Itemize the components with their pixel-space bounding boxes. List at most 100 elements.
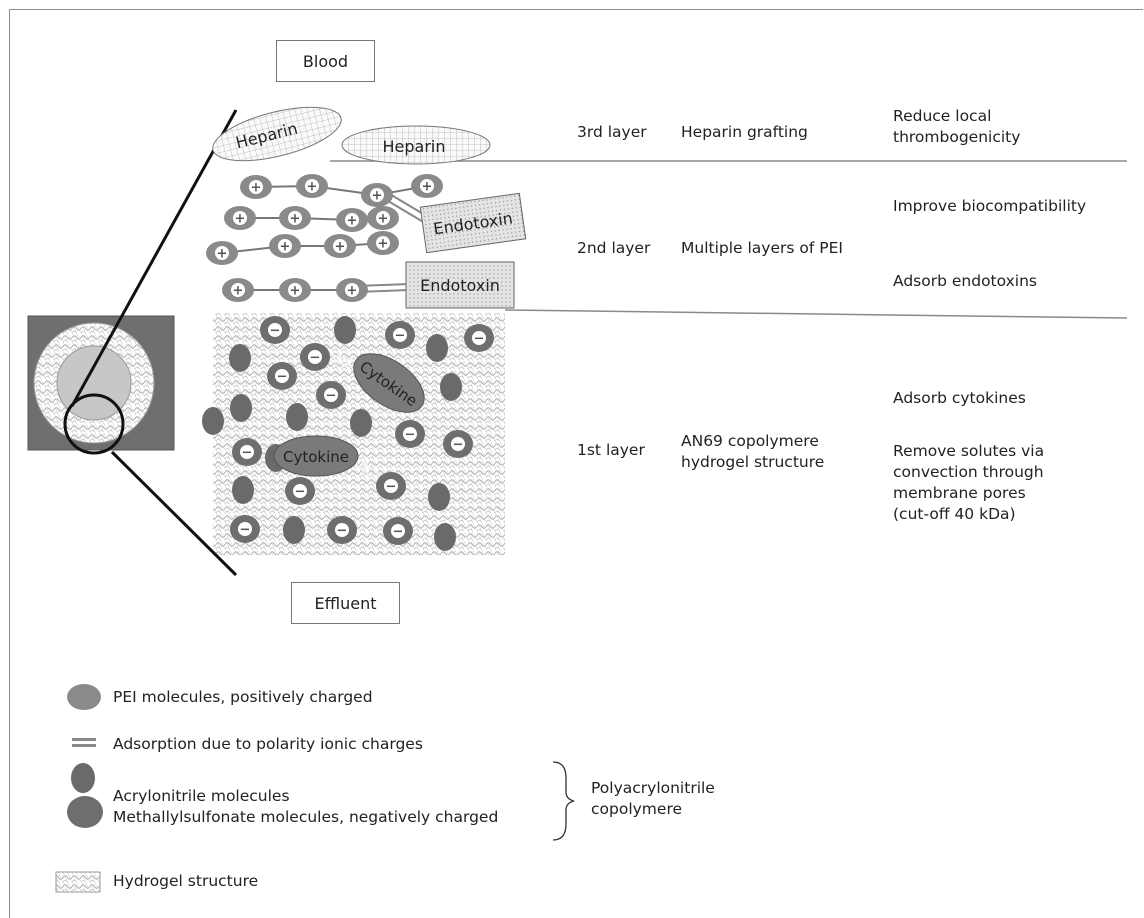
pei-molecule: + xyxy=(206,241,238,265)
acrylonitrile-molecule xyxy=(230,394,252,422)
legend-hydrogel-icon xyxy=(55,871,101,893)
cytokine-2-label: Cytokine xyxy=(283,448,349,466)
methallylsulfonate-molecule-charge: − xyxy=(326,389,337,404)
acrylonitrile-molecule xyxy=(283,516,305,544)
methallylsulfonate-molecule: − xyxy=(395,420,425,448)
heparin-1 xyxy=(212,106,342,162)
pei-molecule: + xyxy=(367,206,399,230)
heparin-2-label: Heparin xyxy=(383,137,446,156)
layer-1-name: 1st layer xyxy=(577,441,645,459)
legend-pei-icon xyxy=(67,684,101,710)
methallylsulfonate-molecule: − xyxy=(443,430,473,458)
pei-molecule: + xyxy=(224,206,256,230)
layer-3-function-1: Reduce local thrombogenicity xyxy=(893,107,1021,146)
pei-molecule-charge: + xyxy=(290,212,301,227)
pei-molecule: + xyxy=(367,231,399,255)
pei-molecule-charge: + xyxy=(422,180,433,195)
methallylsulfonate-molecule-charge: − xyxy=(240,523,251,538)
methallylsulfonate-molecule-charge: − xyxy=(474,332,485,347)
pei-molecule-charge: + xyxy=(378,212,389,227)
acrylonitrile-molecule xyxy=(440,373,462,401)
layer-2-structure: Multiple layers of PEI xyxy=(681,239,843,257)
methallylsulfonate-molecule-charge: − xyxy=(393,525,404,540)
methallylsulfonate-molecule-charge: − xyxy=(405,428,416,443)
pei-molecule: + xyxy=(336,278,368,302)
layer-1-function-1: Adsorb cytokines xyxy=(893,389,1026,407)
acrylonitrile-molecule xyxy=(426,334,448,362)
legend-acrylonitrile-icon xyxy=(71,763,95,793)
heparin-molecules: Heparin Heparin xyxy=(212,106,491,165)
layer-3-name: 3rd layer xyxy=(577,123,647,141)
legend-bracket-label: Polyacrylonitrile copolymere xyxy=(591,779,715,818)
pei-molecule: + xyxy=(336,208,368,232)
legend-bond-icon xyxy=(72,738,96,741)
legend-acrylonitrile: Acrylonitrile molecules xyxy=(113,787,290,805)
zoom-line-bottom xyxy=(110,450,238,577)
layer-2-function-2: Adsorb endotoxins xyxy=(893,272,1038,290)
pei-molecule-charge: + xyxy=(347,214,358,229)
methallylsulfonate-molecule: − xyxy=(385,321,415,349)
endotoxin-1: Endotoxin xyxy=(419,192,527,254)
pei-molecule-charge: + xyxy=(290,284,301,299)
pei-molecule-charge: + xyxy=(372,189,383,204)
methallylsulfonate-molecule: − xyxy=(267,362,297,390)
layer-3-structure: Heparin grafting xyxy=(681,123,808,141)
acrylonitrile-molecule xyxy=(229,344,251,372)
pei-molecule: + xyxy=(411,174,443,198)
pei-molecule: + xyxy=(361,183,393,207)
pei-molecule-charge: + xyxy=(307,180,318,195)
pei-molecules: +++++++++++++++ xyxy=(206,174,443,302)
acrylonitrile-molecule xyxy=(334,316,356,344)
acrylonitrile-molecule xyxy=(434,523,456,551)
methallylsulfonate-molecule: − xyxy=(316,381,346,409)
methallylsulfonate-molecule: − xyxy=(300,343,330,371)
methallylsulfonate-molecule: − xyxy=(464,324,494,352)
endotoxin-2-label: Endotoxin xyxy=(420,276,500,295)
methallylsulfonate-molecule: − xyxy=(285,477,315,505)
pei-molecule-charge: + xyxy=(378,237,389,252)
pei-molecule-charge: + xyxy=(251,181,262,196)
legend-icons xyxy=(55,684,103,893)
zoom-line-top xyxy=(70,109,238,407)
legend-hydrogel: Hydrogel structure xyxy=(113,872,259,890)
layer-divider-2-1 xyxy=(504,309,1128,319)
pei-molecule-charge: + xyxy=(235,212,246,227)
heparin-2 xyxy=(341,125,491,165)
methallylsulfonate-molecule-charge: − xyxy=(270,324,281,339)
pei-molecule-charge: + xyxy=(347,284,358,299)
acrylonitrile-molecule xyxy=(350,409,372,437)
copolymer-molecules: − − − − − − − − − − − − − − xyxy=(202,316,494,551)
pei-molecule: + xyxy=(296,174,328,198)
pei-molecule: + xyxy=(279,278,311,302)
layer-2-function-1: Improve biocompatibility xyxy=(893,197,1087,215)
effluent-box: Effluent xyxy=(291,582,400,624)
legend-methallylsulfonate: Methallylsulfonate molecules, negatively… xyxy=(113,808,499,826)
acrylonitrile-molecule xyxy=(232,476,254,504)
methallylsulfonate-molecule-charge: − xyxy=(277,370,288,385)
legend-pei: PEI molecules, positively charged xyxy=(113,688,373,706)
methallylsulfonate-molecule: − xyxy=(383,517,413,545)
acrylonitrile-molecule xyxy=(428,483,450,511)
pei-molecule: + xyxy=(240,175,272,199)
pei-molecule-charge: + xyxy=(233,284,244,299)
acrylonitrile-molecule xyxy=(286,403,308,431)
methallylsulfonate-molecule: − xyxy=(327,516,357,544)
legend-brace xyxy=(552,761,575,841)
methallylsulfonate-molecule-charge: − xyxy=(310,351,321,366)
pei-molecule-charge: + xyxy=(217,247,228,262)
methallylsulfonate-molecule-charge: − xyxy=(242,446,253,461)
methallylsulfonate-molecule: − xyxy=(376,472,406,500)
fiber-cross-section xyxy=(27,315,175,455)
methallylsulfonate-molecule: − xyxy=(260,316,290,344)
layer-1-structure: AN69 copolymere hydrogel structure xyxy=(681,432,825,471)
legend-adsorption: Adsorption due to polarity ionic charges xyxy=(113,735,423,753)
figure-frame xyxy=(9,9,1143,918)
methallylsulfonate-molecule-charge: − xyxy=(295,485,306,500)
pei-molecule-charge: + xyxy=(280,240,291,255)
methallylsulfonate-molecule: − xyxy=(232,438,262,466)
methallylsulfonate-molecule: − xyxy=(230,515,260,543)
methallylsulfonate-molecule-charge: − xyxy=(386,480,397,495)
pei-molecule: + xyxy=(279,206,311,230)
blood-box: Blood xyxy=(276,40,375,82)
